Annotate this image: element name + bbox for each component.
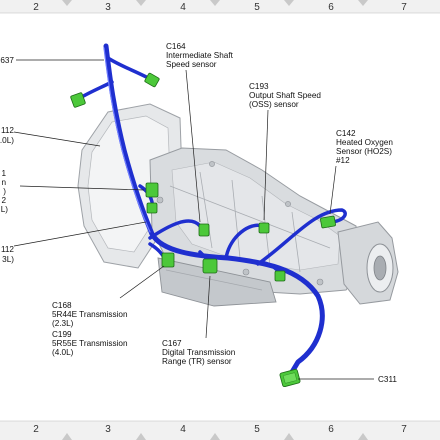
connector-c193	[258, 222, 270, 234]
label-c142-line-1: C142	[336, 129, 356, 138]
connector-c142	[320, 215, 336, 229]
label-c142-line-2: Heated Oxygen	[336, 138, 393, 147]
grid-col-4-bottom: 4	[180, 424, 186, 435]
label-c164-line-1: C164	[166, 42, 186, 51]
leader-lines	[13, 59, 374, 380]
label-c167-line-2: Digital Transmission	[162, 348, 236, 357]
connector-c168-c199	[161, 252, 175, 268]
label-c142-line-3: Sensor (HO2S)	[336, 147, 392, 156]
grid-col-7-top: 7	[401, 2, 407, 13]
callout-c311: C311	[378, 375, 397, 384]
label-c167-line-1: C167	[162, 339, 182, 348]
label-c112-upper-line-1: 112	[1, 126, 14, 135]
label-c637-line-1: 637	[0, 56, 14, 65]
grid-col-6-bottom: 6	[328, 424, 334, 435]
callout-c199: C199 5R55E Transmission (4.0L)	[52, 330, 128, 357]
connector-left-lower	[146, 202, 158, 214]
label-c112-lower-line-1: 112	[1, 245, 14, 254]
grid-col-7-bottom: 7	[401, 424, 407, 435]
label-c168-line-1: C168	[52, 301, 72, 310]
label-left-mid-line-4: 2	[1, 196, 6, 205]
callout-c142: C142 Heated Oxygen Sensor (HO2S) #12	[336, 129, 393, 165]
callout-c168: C168 5R44E Transmission (2.3L)	[52, 301, 128, 328]
label-c112-upper-line-2: .0L)	[0, 136, 14, 145]
label-c193-line-1: C193	[249, 82, 269, 91]
grid-col-2-top: 2	[33, 2, 39, 13]
label-c168-line-3: (2.3L)	[52, 319, 74, 328]
label-left-mid-line-3: )	[3, 187, 6, 196]
grid-col-3-bottom: 3	[105, 424, 111, 435]
label-c193-line-2: Output Shaft Speed	[249, 91, 321, 100]
connector-upper-left	[70, 92, 86, 108]
grid-col-5-bottom: 5	[254, 424, 260, 435]
connector-c167	[202, 258, 218, 274]
label-left-mid-line-2: n	[1, 178, 6, 187]
label-c311-line-1: C311	[378, 375, 397, 384]
connector-c637-upper	[144, 72, 160, 88]
callout-left-mid: 1 n ) 2 L)	[1, 169, 9, 214]
label-c168-line-2: 5R44E Transmission	[52, 310, 128, 319]
label-c112-lower-line-2: 3L)	[2, 255, 14, 264]
label-c167-line-3: Range (TR) sensor	[162, 357, 232, 366]
grid-col-5-top: 5	[254, 2, 260, 13]
grid-strip-top: 2 3 4 5 6 7	[0, 0, 440, 14]
label-left-mid-line-1: 1	[1, 169, 6, 178]
label-c199-line-3: (4.0L)	[52, 348, 74, 357]
label-c199-line-2: 5R55E Transmission	[52, 339, 128, 348]
connector-left-mid	[145, 182, 159, 198]
connector-right	[274, 270, 286, 282]
label-c193-line-3: (OSS) sensor	[249, 100, 299, 109]
label-c164-line-2: Intermediate Shaft	[166, 51, 234, 60]
label-c142-line-4: #12	[336, 156, 350, 165]
grid-strip-bottom: 2 3 4 5 6 7	[0, 420, 440, 440]
callout-c112-lower: 112 3L)	[1, 245, 14, 264]
callout-c637: 637	[0, 56, 14, 65]
callout-c164: C164 Intermediate Shaft Speed sensor	[166, 42, 234, 69]
label-c164-line-3: Speed sensor	[166, 60, 217, 69]
connectors	[70, 72, 336, 388]
grid-col-3-top: 3	[105, 2, 111, 13]
callout-c112-upper: 112 .0L)	[0, 126, 14, 145]
label-left-mid-line-5: L)	[1, 205, 9, 214]
grid-col-4-top: 4	[180, 2, 186, 13]
connector-c311	[279, 368, 301, 388]
callout-c193: C193 Output Shaft Speed (OSS) sensor	[249, 82, 321, 109]
connector-c164	[198, 223, 210, 237]
callout-c167: C167 Digital Transmission Range (TR) sen…	[162, 339, 236, 366]
grid-col-2-bottom: 2	[33, 424, 39, 435]
grid-col-6-top: 6	[328, 2, 334, 13]
label-c199-line-1: C199	[52, 330, 72, 339]
